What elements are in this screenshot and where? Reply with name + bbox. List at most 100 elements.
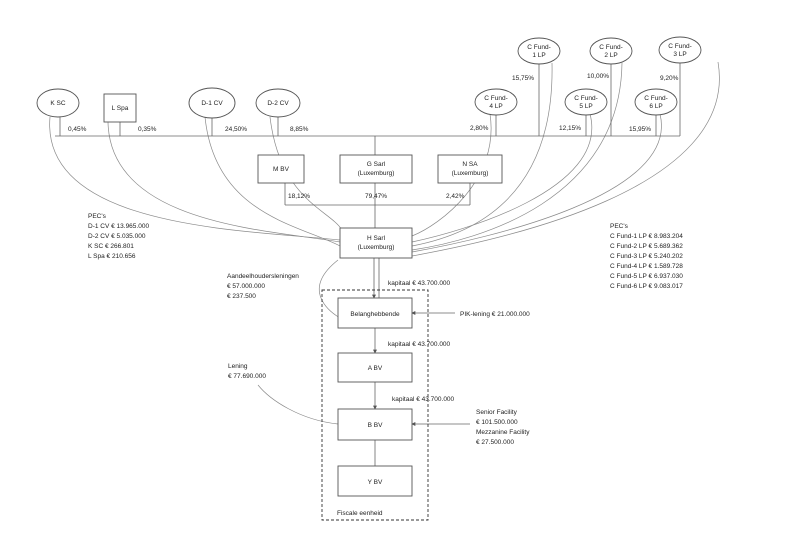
node-belanghebbende: Belanghebbende xyxy=(337,297,413,329)
node-c-fund-2: C Fund- 2 LP xyxy=(589,37,633,65)
pct-m-bv: 18,12% xyxy=(288,193,310,200)
pct-n-sa: 2,42% xyxy=(446,193,465,200)
svg-text:(Luxemburg): (Luxemburg) xyxy=(358,244,395,251)
pct-c-fund-1: 15,75% xyxy=(512,75,534,82)
svg-text:D-1 CV: D-1 CV xyxy=(201,100,223,107)
senior-facility-block: Senior Facility € 101.500.000 Mezzanine … xyxy=(476,409,530,446)
node-c-fund-5: C Fund- 5 LP xyxy=(564,88,608,116)
node-n-sa: N SA (Luxemburg) xyxy=(437,154,503,184)
svg-text:Mezzanine Facility: Mezzanine Facility xyxy=(476,429,530,436)
pec-line-c-fund-4 xyxy=(411,113,492,237)
node-y-bv: Y BV xyxy=(337,465,413,497)
svg-text:C Fund-: C Fund- xyxy=(599,44,622,51)
svg-text:€ 57.000.000: € 57.000.000 xyxy=(227,283,265,290)
svg-text:PEC's: PEC's xyxy=(88,213,107,220)
svg-text:A BV: A BV xyxy=(368,365,383,372)
node-m-bv: M BV xyxy=(257,154,305,184)
svg-text:PEC's: PEC's xyxy=(610,223,629,230)
svg-text:C Fund-2 LP € 5.689.362: C Fund-2 LP € 5.689.362 xyxy=(610,243,683,250)
pik-loan-label: PIK-lening € 21.000.000 xyxy=(460,311,530,318)
pct-g-sarl: 79,47% xyxy=(365,193,387,200)
svg-text:6 LP: 6 LP xyxy=(649,103,662,110)
pct-d1-cv: 24,50% xyxy=(225,126,247,133)
pct-c-fund-3: 9,20% xyxy=(660,75,679,82)
svg-text:C Fund-5 LP € 6.937.030: C Fund-5 LP € 6.937.030 xyxy=(610,273,683,280)
node-c-fund-3: C Fund- 3 LP xyxy=(658,36,702,64)
pec-lines-left xyxy=(49,116,343,319)
svg-text:C Fund-: C Fund- xyxy=(644,95,667,102)
shareholder-loans-block: Aandeelhoudersleningen € 57.000.000 € 23… xyxy=(227,273,299,300)
pct-c-fund-2: 10,00% xyxy=(587,73,609,80)
pct-k-sc: 0,45% xyxy=(68,126,87,133)
svg-text:€ 237.500: € 237.500 xyxy=(227,293,256,300)
node-d2-cv: D-2 CV xyxy=(255,88,301,118)
fiscal-unit-box xyxy=(321,289,429,521)
node-c-fund-6: C Fund- 6 LP xyxy=(634,88,678,116)
node-g-sarl: G Sarl (Luxemburg) xyxy=(339,154,413,184)
svg-text:C Fund-: C Fund- xyxy=(668,43,691,50)
ownership-percentages: 0,45% 0,35% 24,50% 8,85% 15,75% 10,00% 9… xyxy=(68,73,679,200)
svg-text:H Sarl: H Sarl xyxy=(367,235,386,242)
svg-text:C Fund-6 LP € 9.083.017: C Fund-6 LP € 9.083.017 xyxy=(610,283,683,290)
svg-text:4 LP: 4 LP xyxy=(489,103,502,110)
svg-text:3 LP: 3 LP xyxy=(673,51,686,58)
pec-line-c-fund-5 xyxy=(411,113,593,243)
pec-line-l-spa xyxy=(107,121,341,243)
pecs-left-block: PEC's D-1 CV € 13.965.000 D-2 CV € 5.035… xyxy=(88,213,149,260)
pct-c-fund-4: 2,80% xyxy=(470,125,489,132)
pct-c-fund-5: 12,15% xyxy=(559,125,581,132)
svg-text:B BV: B BV xyxy=(368,422,383,429)
svg-text:(Luxemburg): (Luxemburg) xyxy=(452,170,489,177)
pec-line-d1-cv xyxy=(204,116,341,247)
pec-line-shareholder-loan xyxy=(319,259,341,319)
node-d1-cv: D-1 CV xyxy=(188,87,236,119)
capital-label-belanghebbende-to-a: kapitaal € 43.700.000 xyxy=(388,341,451,348)
svg-text:€ 27.500.000: € 27.500.000 xyxy=(476,439,514,446)
pec-line-c-fund-3 xyxy=(411,61,720,257)
node-c-fund-1: C Fund- 1 LP xyxy=(517,37,561,65)
node-l-spa: L Spa xyxy=(103,93,137,123)
node-a-bv: A BV xyxy=(337,352,413,383)
svg-text:€ 101.500.000: € 101.500.000 xyxy=(476,419,518,426)
svg-text:C Fund-: C Fund- xyxy=(574,95,597,102)
svg-text:2 LP: 2 LP xyxy=(604,52,617,59)
svg-text:L Spa: L Spa xyxy=(112,105,129,112)
pct-l-spa: 0,35% xyxy=(138,126,157,133)
svg-text:K SC: K SC xyxy=(50,100,65,107)
svg-text:Senior Facility: Senior Facility xyxy=(476,409,518,416)
svg-text:€ 77.690.000: € 77.690.000 xyxy=(228,373,266,380)
node-b-bv: B BV xyxy=(337,408,413,441)
node-h-sarl: H Sarl (Luxemburg) xyxy=(339,227,413,259)
svg-text:K SC € 266.801: K SC € 266.801 xyxy=(88,243,134,250)
fiscal-unit-label: Fiscale eenheid xyxy=(337,510,383,517)
svg-text:L Spa € 210.656: L Spa € 210.656 xyxy=(88,253,136,260)
node-k-sc: K SC xyxy=(36,88,80,118)
svg-text:D-2 CV: D-2 CV xyxy=(267,100,289,107)
svg-text:Y BV: Y BV xyxy=(368,479,383,486)
svg-text:G Sarl: G Sarl xyxy=(367,161,386,168)
pct-c-fund-6: 15,95% xyxy=(629,126,651,133)
pct-d2-cv: 8,85% xyxy=(290,126,309,133)
svg-text:D-2 CV € 5.035.000: D-2 CV € 5.035.000 xyxy=(88,233,146,240)
svg-text:Belanghebbende: Belanghebbende xyxy=(350,311,400,318)
svg-text:C Fund-3 LP € 5.240.202: C Fund-3 LP € 5.240.202 xyxy=(610,253,683,260)
node-c-fund-4: C Fund- 4 LP xyxy=(474,88,518,116)
svg-text:C Fund-: C Fund- xyxy=(527,44,550,51)
capital-label-a-to-b: kapitaal € 43.700.000 xyxy=(392,396,455,403)
capital-label-h-to-belanghebbende: kapitaal € 43.700.000 xyxy=(388,280,451,287)
ownership-lines xyxy=(55,62,681,466)
svg-text:Aandeelhoudersleningen: Aandeelhoudersleningen xyxy=(227,273,299,280)
pec-line-d2-cv xyxy=(269,116,343,231)
svg-text:C Fund-1 LP € 8.983.204: C Fund-1 LP € 8.983.204 xyxy=(610,233,683,240)
svg-text:D-1 CV € 13.965.000: D-1 CV € 13.965.000 xyxy=(88,223,149,230)
loan-block: Lening € 77.690.000 xyxy=(228,363,266,380)
svg-text:N SA: N SA xyxy=(462,161,478,168)
pecs-right-block: PEC's C Fund-1 LP € 8.983.204 C Fund-2 L… xyxy=(610,223,683,290)
svg-text:5 LP: 5 LP xyxy=(579,103,592,110)
svg-text:C Fund-: C Fund- xyxy=(484,95,507,102)
svg-text:(Luxemburg): (Luxemburg) xyxy=(358,170,395,177)
svg-text:C Fund-4 LP € 1.589.728: C Fund-4 LP € 1.589.728 xyxy=(610,263,683,270)
svg-text:1 LP: 1 LP xyxy=(532,52,545,59)
pec-line-c-fund-1 xyxy=(411,62,553,247)
